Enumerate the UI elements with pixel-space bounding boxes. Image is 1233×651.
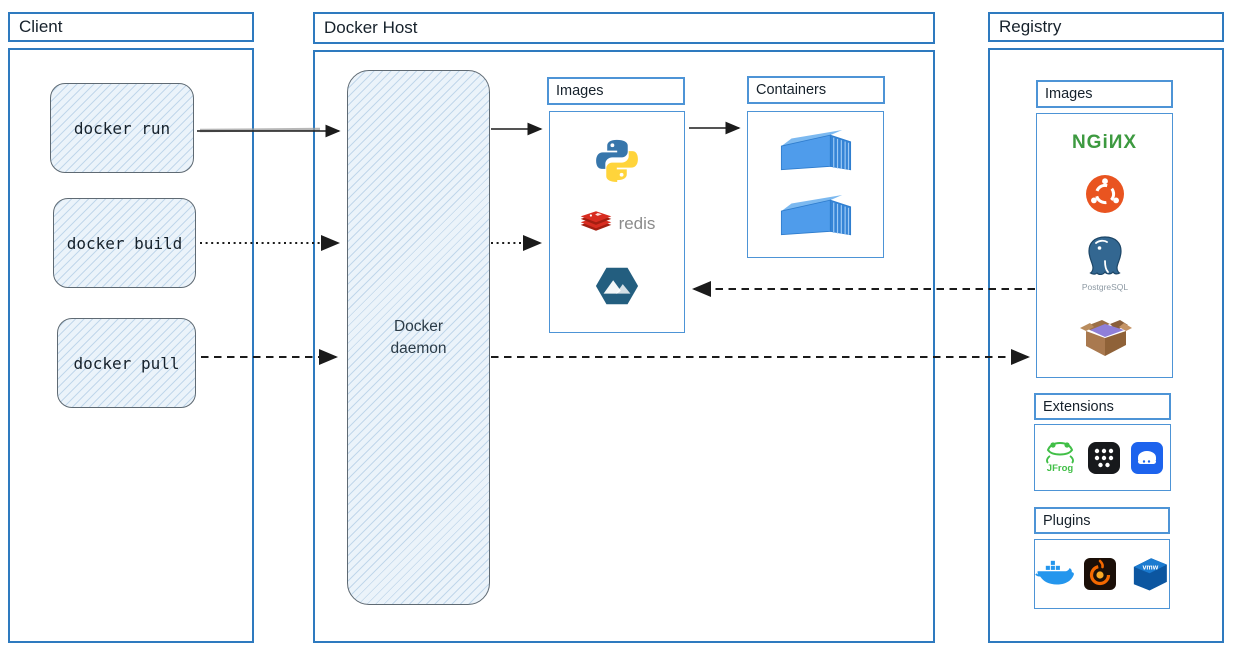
jfrog-label: JFrog [1046, 463, 1073, 474]
docker-run-node: docker run [50, 83, 194, 173]
python-icon [596, 139, 638, 183]
registry-section-title: Registry [988, 12, 1224, 42]
postgresql-icon: PostgreSQL [1081, 236, 1128, 292]
plugins-panel-title: Plugins [1034, 507, 1170, 534]
container-icon [780, 195, 851, 236]
alpine-icon [595, 267, 639, 305]
ubuntu-icon [1085, 174, 1124, 213]
containers-list [747, 111, 884, 258]
client-section-title: Client [8, 12, 254, 42]
host-images-panel-title: Images [547, 77, 685, 105]
docker-host-title-label: Docker Host [324, 18, 418, 37]
registry-images-label: Images [1045, 86, 1093, 102]
docker-build-label: docker build [66, 233, 183, 253]
client-title-label: Client [19, 17, 63, 36]
docker-pull-node: docker pull [57, 318, 196, 408]
redis-label: redis [618, 214, 656, 233]
plugins-label: Plugins [1043, 512, 1091, 529]
extensions-label: Extensions [1043, 398, 1114, 415]
extensions-list: JFrog [1034, 424, 1171, 491]
docker-whale-icon [1035, 560, 1074, 585]
extensions-panel-title: Extensions [1034, 393, 1171, 420]
docker-build-node: docker build [53, 198, 196, 288]
disk-drive-icon [1130, 441, 1163, 474]
docker-run-label: docker run [73, 118, 171, 138]
containers-panel-title: Containers [747, 76, 885, 104]
container-icon [780, 129, 851, 170]
registry-images-list: NGiИX PostgreSQL [1036, 113, 1173, 378]
host-images-label: Images [556, 83, 604, 99]
docker-daemon-node: Docker daemon [347, 70, 490, 605]
nginx-logo: NGiИX [1071, 132, 1138, 154]
busybox-icon [1079, 319, 1132, 356]
apps-grid-icon [1087, 441, 1120, 474]
jfrog-icon: JFrog [1045, 441, 1074, 474]
host-images-list: redis [549, 111, 685, 333]
vmware-icon: vmw [1133, 558, 1167, 591]
redis-image-row: redis [579, 209, 656, 239]
redis-icon [580, 211, 611, 231]
postgresql-label: PostgreSQL [1081, 282, 1128, 292]
plugins-list: vmw [1034, 539, 1170, 609]
docker-host-section-title: Docker Host [313, 12, 935, 44]
grafana-icon [1084, 558, 1116, 590]
docker-daemon-label: Docker daemon [390, 317, 447, 357]
registry-images-panel-title: Images [1036, 80, 1173, 108]
vmware-label: vmw [1143, 565, 1159, 572]
containers-label: Containers [756, 82, 827, 98]
registry-title-label: Registry [999, 17, 1062, 36]
docker-pull-label: docker pull [73, 353, 180, 373]
